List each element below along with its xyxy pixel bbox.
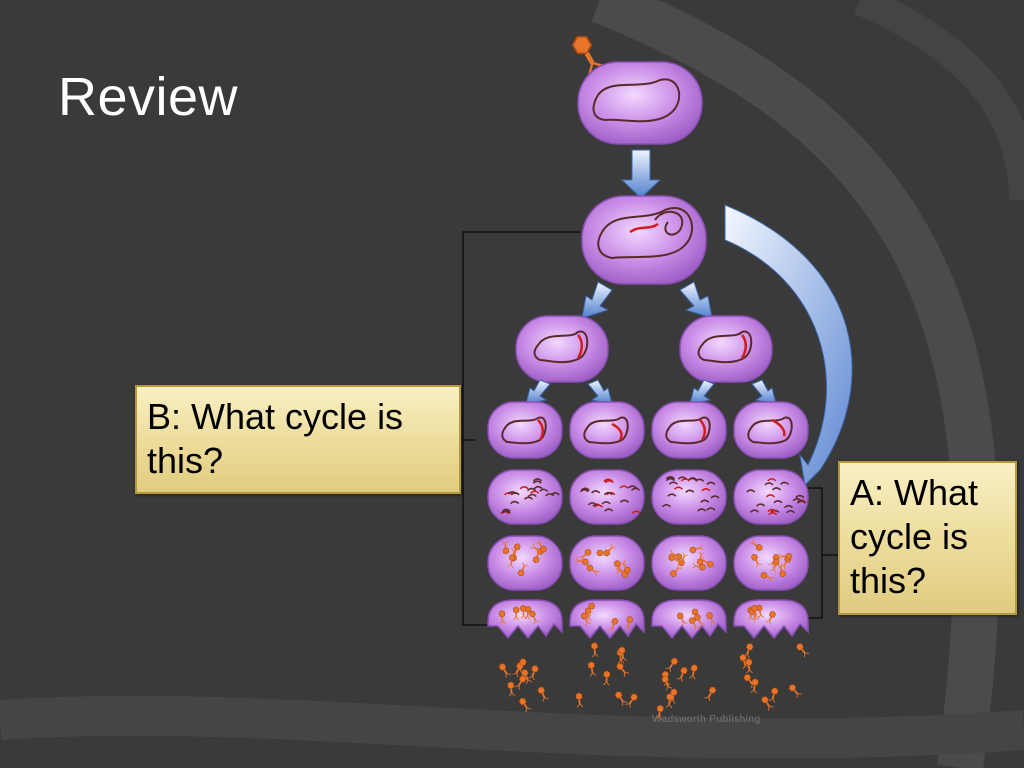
bacteriophage-icon — [497, 641, 810, 721]
down-arrow-icon — [679, 281, 713, 319]
bacterial-cell-icon — [515, 315, 609, 383]
bacterial-cell-icon — [569, 401, 645, 459]
question-a-text: A: What cycle is this? — [850, 472, 979, 601]
bacterial-cell-icon — [651, 401, 727, 459]
question-box-a: A: What cycle is this? — [838, 461, 1017, 615]
bracket-right — [805, 487, 838, 619]
bacterial-cell-icon — [581, 195, 707, 285]
question-box-b: B: What cycle is this? — [135, 385, 461, 494]
down-arrow-icon — [581, 281, 613, 319]
question-b-text: B: What cycle is this? — [147, 396, 404, 481]
bacterial-cell-icon — [487, 469, 809, 525]
bacterial-cell-icon — [487, 599, 809, 640]
image-credit: Wadsworth Publishing — [652, 714, 761, 725]
bacterial-cell-icon — [487, 535, 809, 591]
down-arrow-icon — [525, 379, 777, 405]
bacterial-cell-icon — [733, 401, 809, 459]
bacterial-cell-icon — [487, 401, 563, 459]
slide-title: Review — [58, 67, 239, 127]
bacterial-cell-icon — [577, 61, 703, 145]
down-arrow-icon — [620, 149, 662, 199]
bracket-left — [461, 231, 580, 626]
bacterial-cell-icon — [679, 315, 773, 383]
